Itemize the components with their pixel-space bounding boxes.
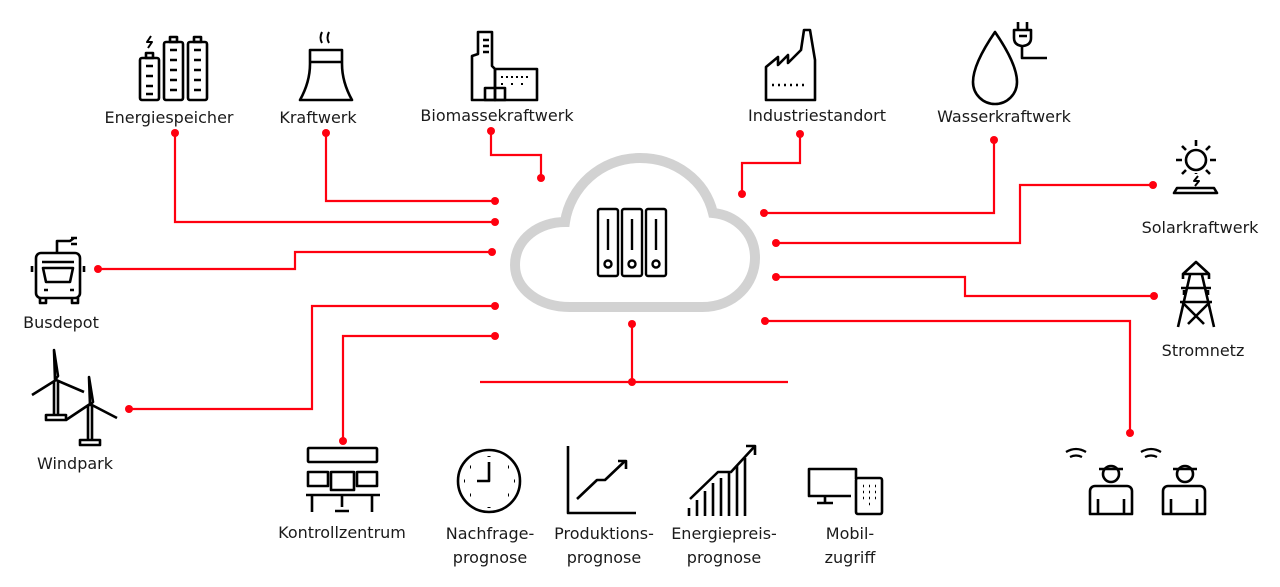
- node-dot: [738, 190, 746, 198]
- connector-personal: [765, 319, 1132, 433]
- node-dot: [537, 174, 545, 182]
- connector-industrie: [740, 134, 802, 194]
- node-dot: [1150, 292, 1158, 300]
- wind-turbines-icon: [31, 348, 118, 447]
- label-biomassekraftwerk: Biomassekraftwerk: [420, 106, 574, 125]
- node-dot: [491, 197, 499, 205]
- node-dot: [171, 129, 179, 137]
- label-windpark: Windpark: [36, 454, 114, 473]
- node-dot: [491, 332, 499, 340]
- node-dot: [760, 209, 768, 217]
- connector-busdepot: [98, 250, 492, 271]
- power-pylon-icon: [1176, 260, 1216, 328]
- label-line: prognose: [566, 548, 642, 567]
- label-nachfrageprognose: Nachfrage- prognose: [446, 522, 535, 570]
- node-dot: [796, 130, 804, 138]
- node-dot: [488, 248, 496, 256]
- cloud-shape: [509, 152, 761, 312]
- node-dot: [487, 127, 495, 135]
- node-dot: [125, 405, 133, 413]
- node-dot: [772, 273, 780, 281]
- node-dot: [94, 265, 102, 273]
- label-line: Mobil-: [825, 524, 875, 543]
- label-line: zugriff: [824, 548, 876, 567]
- connector-energiespeicher: [173, 133, 495, 224]
- factory-icon: [764, 28, 817, 102]
- field-workers-wireless-icon: [1065, 447, 1207, 516]
- cooling-tower-icon: [298, 31, 354, 102]
- label-line: Energiepreis-: [671, 524, 777, 543]
- node-dot: [491, 302, 499, 310]
- connector-solar: [776, 183, 1153, 245]
- node-dot: [1149, 181, 1157, 189]
- control-room-icon: [306, 446, 380, 513]
- label-line: prognose: [686, 548, 762, 567]
- node-dot: [491, 218, 499, 226]
- server-racks-icon: [596, 207, 668, 278]
- connector-kraftwerk: [324, 133, 495, 203]
- electric-bus-icon: [30, 236, 86, 305]
- label-wasserkraftwerk: Wasserkraftwerk: [937, 107, 1071, 126]
- label-energiepreisprognose: Energiepreis- prognose: [671, 522, 777, 570]
- node-dot: [628, 320, 636, 328]
- line-chart-up-icon: [566, 446, 636, 515]
- sun-panel-icon: [1172, 140, 1219, 195]
- water-drop-plug-icon: [971, 22, 1047, 106]
- node-dot: [1126, 429, 1134, 437]
- biomass-plant-icon: [470, 30, 539, 102]
- label-industriestandort: Industriestandort: [748, 106, 886, 125]
- connector-biomasse: [489, 131, 543, 178]
- label-line: Nachfrage-: [445, 524, 535, 543]
- node-dot: [628, 378, 636, 386]
- label-solarkraftwerk: Solarkraftwerk: [1141, 218, 1259, 237]
- label-energiespeicher: Energiespeicher: [104, 108, 234, 127]
- clock-icon: [456, 448, 522, 514]
- label-mobilzugriff: Mobil- zugriff: [825, 522, 876, 570]
- node-dot: [772, 239, 780, 247]
- label-produktionsprognose: Produktions- prognose: [554, 522, 654, 570]
- label-line: Produktions-: [554, 524, 654, 543]
- battery-storage-icon: [138, 35, 209, 102]
- node-dot: [990, 136, 998, 144]
- node-dot: [761, 317, 769, 325]
- label-kraftwerk: Kraftwerk: [279, 108, 357, 127]
- node-dot: [322, 129, 330, 137]
- label-kontrollzentrum: Kontrollzentrum: [278, 523, 406, 542]
- label-stromnetz: Stromnetz: [1161, 341, 1245, 360]
- node-dot: [339, 437, 347, 445]
- connector-kontroll: [341, 334, 495, 441]
- connector-wasser: [764, 140, 996, 215]
- label-busdepot: Busdepot: [23, 313, 99, 332]
- monitor-mobile-icon: [807, 467, 884, 516]
- connector-windpark: [129, 304, 495, 411]
- bar-chart-up-icon: [687, 444, 757, 516]
- label-line: prognose: [452, 548, 528, 567]
- connector-stromnetz: [776, 275, 1154, 298]
